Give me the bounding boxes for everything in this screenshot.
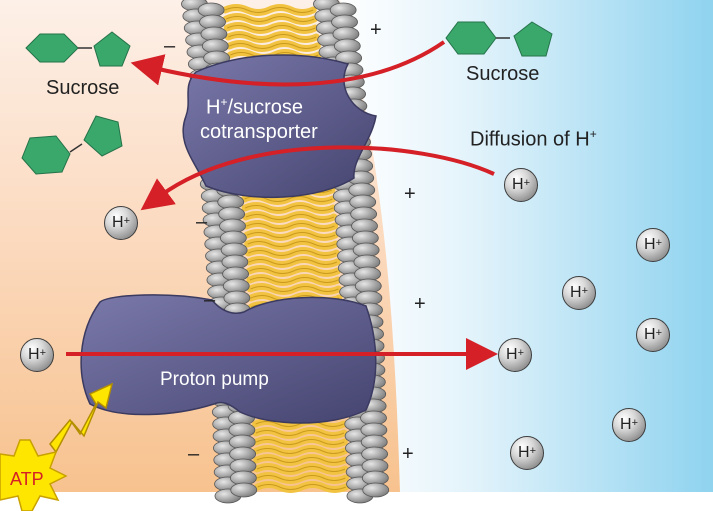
sucrose-transport-arrow: [130, 40, 446, 87]
diffusion-label: Diffusion of H+: [470, 127, 597, 151]
hydrogen-ion: H+: [504, 168, 538, 202]
cotransporter-label-line1: H+/sucrose: [206, 95, 304, 119]
extracellular-background: [340, 0, 713, 492]
positive-charge-sign: +: [404, 183, 416, 205]
positive-charge-sign: +: [402, 443, 414, 465]
proton-pump-label: Proton pump: [160, 369, 269, 390]
energy-bolt-icon: [49, 382, 114, 454]
sucrose-molecule-top-left: [25, 31, 131, 67]
negative-charge-sign: –: [164, 35, 176, 57]
sucrose-label-left: Sucrose: [46, 77, 120, 99]
atp-label: ATP: [10, 469, 44, 489]
hydrogen-ion: H+: [510, 436, 544, 470]
hydrogen-ion: H+: [104, 206, 138, 240]
positive-charge-sign: +: [370, 19, 382, 41]
hydrogen-ion: H+: [498, 338, 532, 372]
cotransporter-label-line2: cotransporter: [200, 121, 318, 143]
positive-charge-sign: +: [414, 293, 426, 315]
hydrogen-ion: H+: [612, 408, 646, 442]
hydrogen-ion: H+: [20, 338, 54, 372]
hydrogen-ion: H+: [562, 276, 596, 310]
negative-charge-sign: –: [196, 211, 208, 233]
sucrose-molecule-mid-left: [21, 115, 123, 175]
sucrose-molecule-top-right: [445, 21, 553, 57]
atp-starburst-icon: [0, 439, 68, 511]
proton-pump-protein: [80, 294, 377, 424]
hydrogen-ion: H+: [636, 228, 670, 262]
proton-diffusion-arrow: [140, 145, 495, 211]
sucrose-label-right: Sucrose: [466, 63, 540, 85]
hydrogen-ion: H+: [636, 318, 670, 352]
negative-charge-sign: –: [204, 289, 216, 311]
negative-charge-sign: –: [188, 443, 200, 465]
